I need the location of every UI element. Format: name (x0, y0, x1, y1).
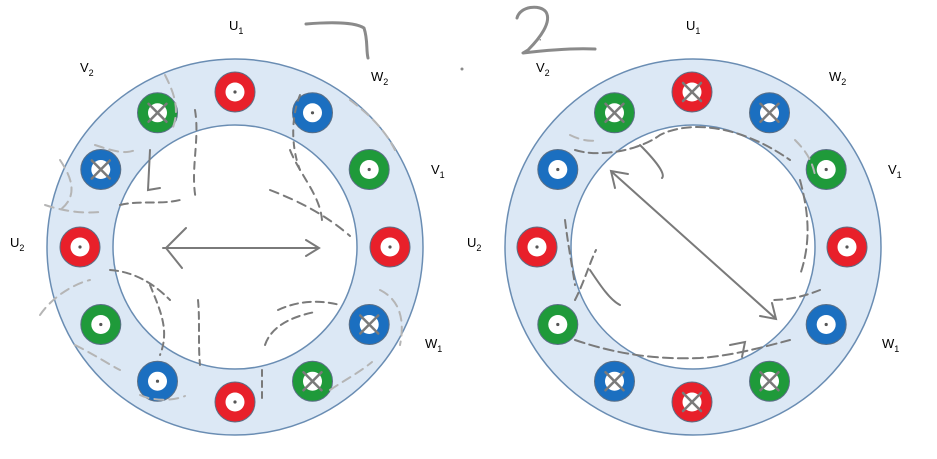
conductor-slot-red (671, 381, 713, 423)
slot-cross-mark (604, 370, 625, 392)
conductor-slot-red (369, 226, 411, 268)
conductor-slot-red (826, 226, 868, 268)
flux-field-sketch (109, 94, 351, 401)
slot-cross-mark (90, 159, 112, 180)
terminal-label-w1: W1 (882, 336, 899, 354)
terminal-label-u1: U1 (229, 18, 243, 36)
handwritten-numeral (515, 5, 597, 55)
field-arrow (611, 171, 776, 319)
slot-group (516, 71, 868, 423)
stator-diagram-2: U1 V2 W2 V1 U2 W1 (467, 18, 902, 436)
conductor-slot-blue (292, 92, 333, 134)
page-number: 2 (540, 39, 541, 41)
flux-field-sketch-light (569, 134, 816, 176)
conductor-slot-red (214, 71, 256, 113)
handwritten-stroke (304, 21, 370, 60)
conductor-slot-green (348, 149, 390, 190)
conductor-slot-green (749, 360, 790, 402)
conductor-slot-red (59, 226, 101, 268)
conductor-slot-red (516, 226, 558, 268)
conductor-slot-green (137, 92, 178, 134)
conductor-slot-green (594, 92, 635, 134)
conductor-slot-green (80, 304, 122, 345)
terminal-label-u2: U2 (10, 235, 24, 253)
conductor-slot-blue (137, 360, 178, 402)
terminal-label-w2: W2 (829, 69, 846, 87)
conductor-slot-green (537, 304, 579, 345)
terminal-label-v1: V1 (888, 162, 902, 180)
field-arrowhead (164, 227, 187, 269)
slot-cross-mark (302, 370, 323, 392)
slot-cross-mark (147, 102, 168, 124)
conductor-slot-blue (348, 304, 390, 345)
conductor-slot-red (671, 71, 713, 113)
terminal-label-w1: W1 (425, 336, 442, 354)
conductor-slot-green (805, 149, 847, 190)
conductor-slot-green (292, 360, 333, 402)
slot-cross-mark (759, 102, 780, 124)
stray-dot (460, 67, 464, 71)
conductor-slot-blue (805, 304, 847, 345)
terminal-label-v1: V1 (431, 162, 445, 180)
field-arrowhead (305, 239, 321, 257)
terminal-label-v2: V2 (536, 60, 550, 78)
conductor-slot-blue (749, 92, 790, 134)
terminal-label-v2: V2 (80, 60, 94, 78)
conductor-slot-blue (80, 149, 122, 190)
slot-cross-mark (681, 391, 703, 413)
terminal-label-w2: W2 (371, 69, 388, 87)
slot-cross-mark (681, 81, 703, 103)
conductor-slot-blue (537, 149, 579, 190)
stator-diagram-1: U1 V2 W2 V1 U2 W1 (10, 18, 445, 436)
stator-ring (46, 58, 424, 436)
handwritten-marks: 2 (304, 5, 597, 71)
slot-group (59, 71, 411, 423)
conductor-slot-blue (594, 360, 635, 402)
field-arrowhead (759, 302, 778, 321)
flux-field-sketch-light (39, 74, 403, 401)
stator-ring (504, 58, 882, 436)
flux-field-sketch (564, 126, 821, 360)
field-arrowhead (609, 169, 629, 189)
slot-cross-mark (358, 314, 380, 335)
slot-cross-mark (759, 370, 780, 392)
terminal-label-u1: U1 (686, 18, 700, 36)
terminal-label-u2: U2 (467, 235, 481, 253)
slot-cross-mark (604, 102, 625, 124)
conductor-slot-red (214, 381, 256, 423)
